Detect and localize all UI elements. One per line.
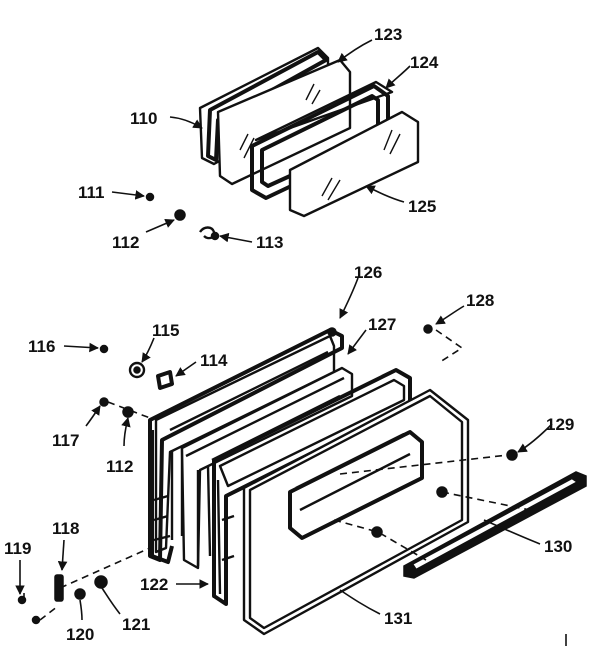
assembly-lines xyxy=(23,329,531,621)
callout-130: 130 xyxy=(544,537,572,556)
callout-112-upper: 112 xyxy=(112,233,139,252)
callout-127: 127 xyxy=(368,315,396,334)
part-121-bumper xyxy=(94,575,108,589)
callout-112-lower: 112 xyxy=(106,457,133,476)
callout-117: 117 xyxy=(52,431,79,450)
leader-lines xyxy=(15,39,553,621)
part-128-screw xyxy=(423,324,433,334)
callout-116: 116 xyxy=(28,337,55,356)
part-113-clip xyxy=(199,226,220,241)
part-129-screw xyxy=(506,449,518,461)
callout-126: 126 xyxy=(354,263,382,282)
callout-110: 110 xyxy=(130,109,157,128)
callout-115: 115 xyxy=(152,321,179,340)
callout-123: 123 xyxy=(374,25,402,44)
part-118-hinge-pin xyxy=(54,574,64,602)
callout-118: 118 xyxy=(52,519,79,538)
part-115-roller xyxy=(128,361,146,379)
part-112-washer-upper xyxy=(174,209,186,221)
callout-119: 119 xyxy=(4,539,31,558)
part-door-screws xyxy=(327,327,448,538)
callout-113: 113 xyxy=(256,233,283,252)
part-screw-bottom xyxy=(31,615,41,625)
callout-129: 129 xyxy=(546,415,574,434)
part-116-screw xyxy=(99,344,109,354)
part-111-screw xyxy=(145,192,155,202)
callout-125: 125 xyxy=(408,197,436,216)
callout-121: 121 xyxy=(122,615,150,634)
callout-124: 124 xyxy=(410,53,439,72)
callout-120: 120 xyxy=(66,625,94,644)
callout-114: 114 xyxy=(200,351,228,370)
part-125-inner-glass xyxy=(288,110,420,218)
part-131-outer-door-panel xyxy=(242,388,470,636)
callout-111: 111 xyxy=(78,183,105,202)
part-114-bracket xyxy=(156,370,174,390)
callout-122: 122 xyxy=(140,575,168,594)
callout-128: 128 xyxy=(466,291,494,310)
part-117-screw xyxy=(99,397,109,407)
part-120-washer xyxy=(74,588,86,600)
callout-131: 131 xyxy=(384,609,412,628)
